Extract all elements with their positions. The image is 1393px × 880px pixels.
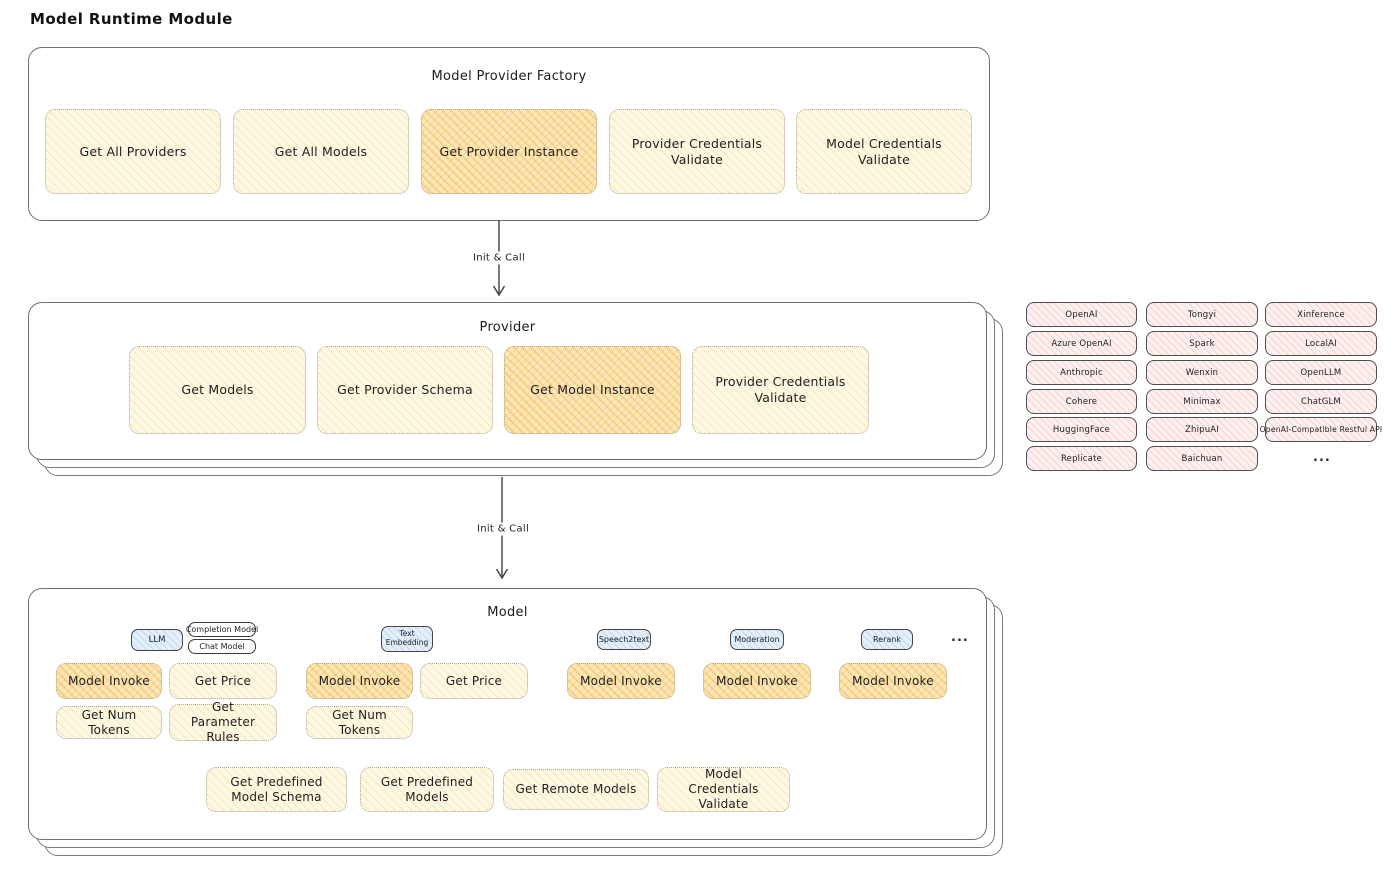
node-embedding-get-num-tokens: Get Num Tokens [306,706,413,739]
node-get-remote-models: Get Remote Models [503,769,649,810]
provider-list-more: ... [1313,450,1331,465]
node-provider-credentials-validate: Provider Credentials Validate [609,109,785,194]
provider-stack: Provider Get Models Get Provider Schema … [28,302,1003,476]
factory-title: Model Provider Factory [431,69,587,84]
node-speech2text-model-invoke: Model Invoke [567,663,675,699]
model-box: Model LLM Completion Model Chat Model Te… [28,588,987,840]
provider-cell-azure-openai: Azure OpenAI [1026,331,1137,356]
model-types-more: ... [951,630,969,645]
node-llm-model-invoke: Model Invoke [56,663,162,699]
node-get-all-models: Get All Models [233,109,409,194]
tag-chat-model: Chat Model [188,639,256,654]
type-pill-text-embedding: Text Embedding [381,626,433,652]
provider-cell-anthropic: Anthropic [1026,360,1137,385]
node-llm-get-price: Get Price [169,663,277,699]
node-embedding-model-invoke: Model Invoke [306,663,413,699]
provider-cell-spark: Spark [1146,331,1258,356]
provider-cell-replicate: Replicate [1026,446,1137,471]
node-get-predefined-model-schema: Get Predefined Model Schema [206,767,347,812]
node-model-credentials-validate: Model Credentials Validate [796,109,972,194]
provider-cell-huggingface: HuggingFace [1026,417,1137,442]
node-get-predefined-models: Get Predefined Models [360,767,494,812]
provider-cell-chatglm: ChatGLM [1265,389,1377,414]
node-rerank-model-invoke: Model Invoke [839,663,947,699]
provider-cell-minimax: Minimax [1146,389,1258,414]
diagram-title: Model Runtime Module [30,10,233,28]
type-pill-llm: LLM [131,629,183,651]
node-get-provider-schema: Get Provider Schema [317,346,493,434]
provider-cell-baichuan: Baichuan [1146,446,1258,471]
node-model-credentials-validate-2: Model Credentials Validate [657,767,790,812]
type-pill-speech2text: Speech2text [597,629,651,650]
node-llm-get-parameter-rules: Get Parameter Rules [169,700,277,744]
model-title: Model [487,605,528,620]
provider-title: Provider [479,320,536,335]
provider-cell-xinference: Xinference [1265,302,1377,327]
node-get-models: Get Models [129,346,306,434]
provider-cell-localai: LocalAI [1265,331,1377,356]
node-get-provider-instance: Get Provider Instance [421,109,597,194]
provider-cell-cohere: Cohere [1026,389,1137,414]
node-provider-credentials-validate-2: Provider Credentials Validate [692,346,869,434]
provider-cell-openai: OpenAI [1026,302,1137,327]
type-pill-moderation: Moderation [730,629,784,650]
node-moderation-model-invoke: Model Invoke [703,663,811,699]
init-call-label-bottom: Init & Call [471,522,535,536]
init-call-label-top: Init & Call [467,251,531,265]
provider-cell-zhipuai: ZhipuAI [1146,417,1258,442]
factory-box: Model Provider Factory Get All Providers… [28,47,990,221]
model-stack: Model LLM Completion Model Chat Model Te… [28,588,1003,856]
node-embedding-get-price: Get Price [420,663,528,699]
node-get-model-instance: Get Model Instance [504,346,681,434]
provider-cell-openai-compatible: OpenAI-Compatible Restful API [1260,417,1382,442]
node-llm-get-num-tokens: Get Num Tokens [56,706,162,739]
tag-completion-model: Completion Model [186,622,258,637]
provider-cell-tongyi: Tongyi [1146,302,1258,327]
node-get-all-providers: Get All Providers [45,109,221,194]
type-pill-rerank: Rerank [861,629,913,650]
provider-box: Provider Get Models Get Provider Schema … [28,302,987,460]
provider-cell-openllm: OpenLLM [1265,360,1377,385]
provider-cell-wenxin: Wenxin [1146,360,1258,385]
